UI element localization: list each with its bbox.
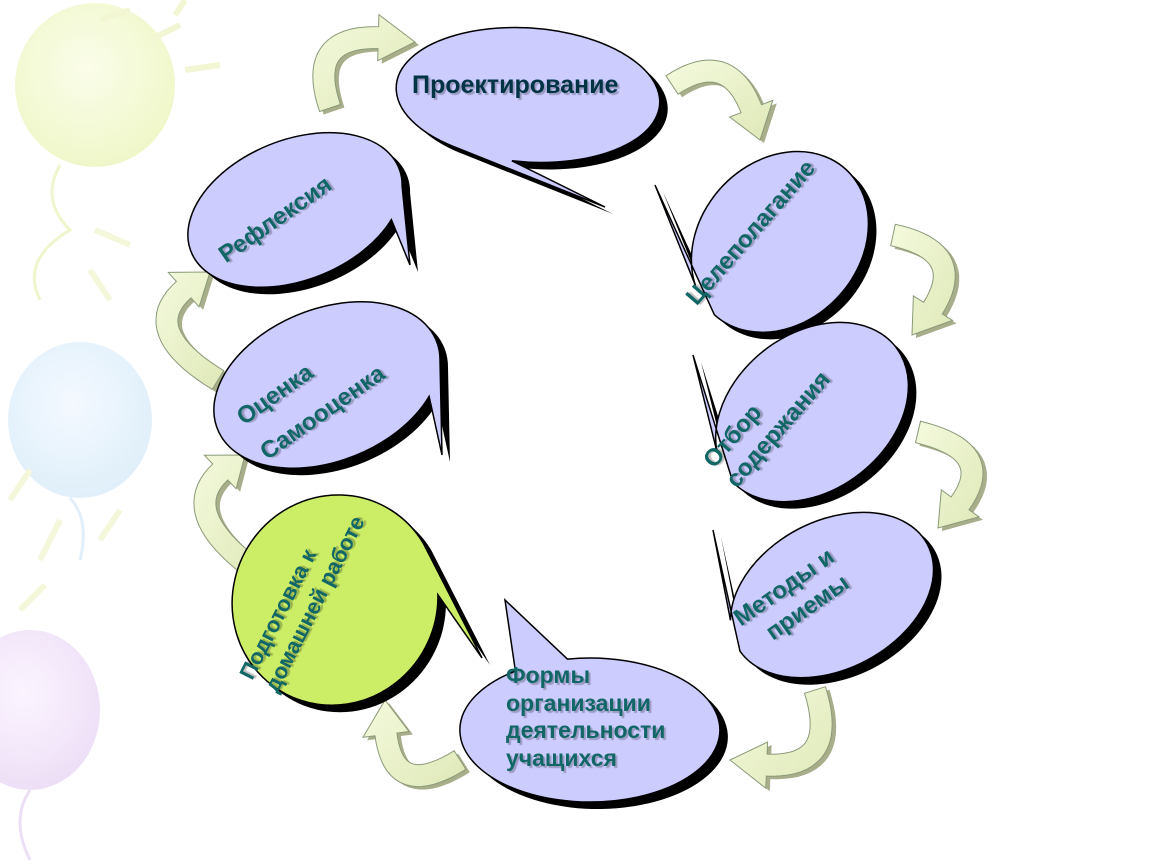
label-formy-organizacii: Формы организации деятельности учащихся bbox=[506, 662, 665, 772]
arrow-celepolaganie-to-otbor bbox=[890, 223, 956, 336]
speech-bubbles bbox=[187, 26, 942, 810]
bubble-formy bbox=[459, 597, 721, 803]
bubble-metody bbox=[712, 511, 935, 679]
balloon-yellow bbox=[15, 3, 175, 167]
arrow-ocenka-to-refleksiya bbox=[155, 271, 225, 391]
balloon-purple bbox=[0, 630, 100, 790]
label-formy-line3: деятельности bbox=[506, 717, 666, 744]
background-decoration bbox=[0, 0, 221, 861]
bubble-podgotovka bbox=[231, 494, 483, 706]
balloon-blue bbox=[8, 342, 152, 498]
cycle-arrows bbox=[155, 13, 987, 792]
label-proektirovanie: Проектирование bbox=[412, 71, 619, 99]
arrow-refleksiya-to-proektirovanie bbox=[312, 13, 416, 113]
bubble-proektirovanie bbox=[395, 26, 661, 208]
bubble-refleksiya bbox=[187, 131, 411, 288]
label-formy-line4: учащихся bbox=[506, 744, 617, 771]
bubble-ocenka bbox=[213, 301, 443, 469]
label-formy-line1: Формы bbox=[506, 662, 591, 688]
bubble-otbor bbox=[692, 321, 910, 503]
bubble-celepolaganie bbox=[654, 150, 870, 334]
arrow-otbor-to-metody bbox=[914, 420, 984, 529]
arrow-metody-to-formy bbox=[729, 686, 833, 790]
arrow-formy-to-podgotovka bbox=[362, 699, 467, 788]
arrow-proektirovanie-to-celepolaganie bbox=[665, 59, 774, 141]
arrow-podgotovka-to-ocenka bbox=[193, 454, 263, 580]
label-formy-line2: организации bbox=[506, 689, 651, 716]
